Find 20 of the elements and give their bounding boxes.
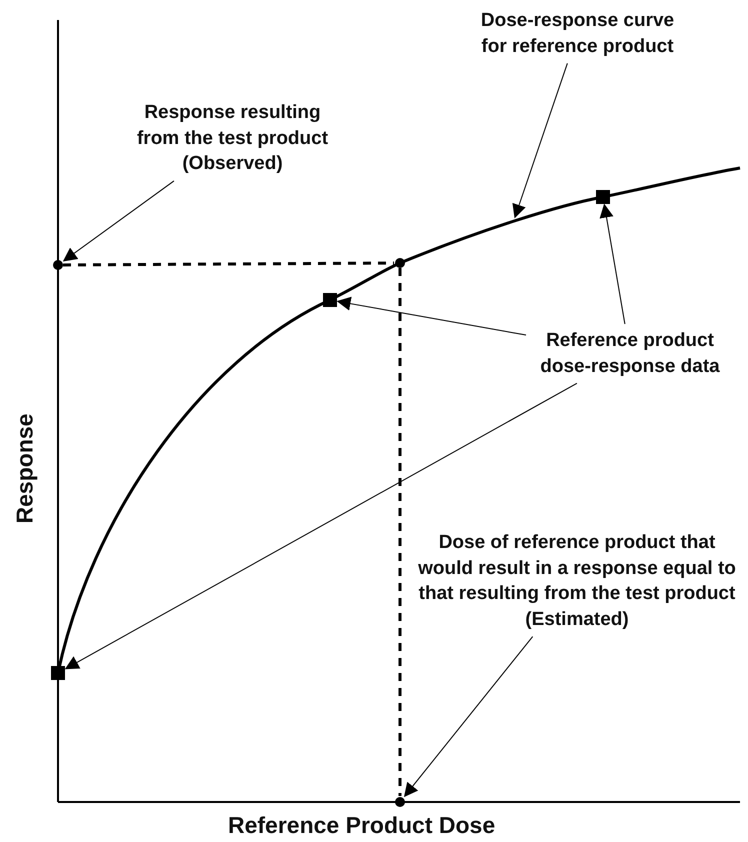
leader-line bbox=[64, 382, 578, 670]
leader-line bbox=[336, 296, 526, 336]
axis-title: Response bbox=[11, 414, 38, 524]
data-point bbox=[51, 666, 65, 680]
callout-text: Reference product dose-response data bbox=[539, 329, 721, 379]
data-point bbox=[395, 258, 405, 268]
data-point bbox=[395, 797, 405, 807]
callout-text: Dose-response curve for reference product bbox=[480, 9, 676, 59]
axis-title: Reference Product Dose bbox=[228, 812, 496, 839]
leader-line bbox=[404, 636, 534, 798]
dashed-line bbox=[63, 262, 394, 266]
leader-line bbox=[62, 180, 174, 262]
leader-line bbox=[600, 204, 626, 324]
data-point bbox=[323, 293, 337, 307]
data-point bbox=[53, 260, 63, 270]
dashed-line bbox=[398, 268, 402, 796]
data-point bbox=[596, 190, 610, 204]
callout-text: Dose of reference product that would result in a response equal to that resulting from the test product (Estimated) bbox=[417, 531, 737, 632]
leader-line bbox=[512, 62, 568, 218]
callout-text: Response resulting from the test product (Observed) bbox=[136, 101, 330, 176]
